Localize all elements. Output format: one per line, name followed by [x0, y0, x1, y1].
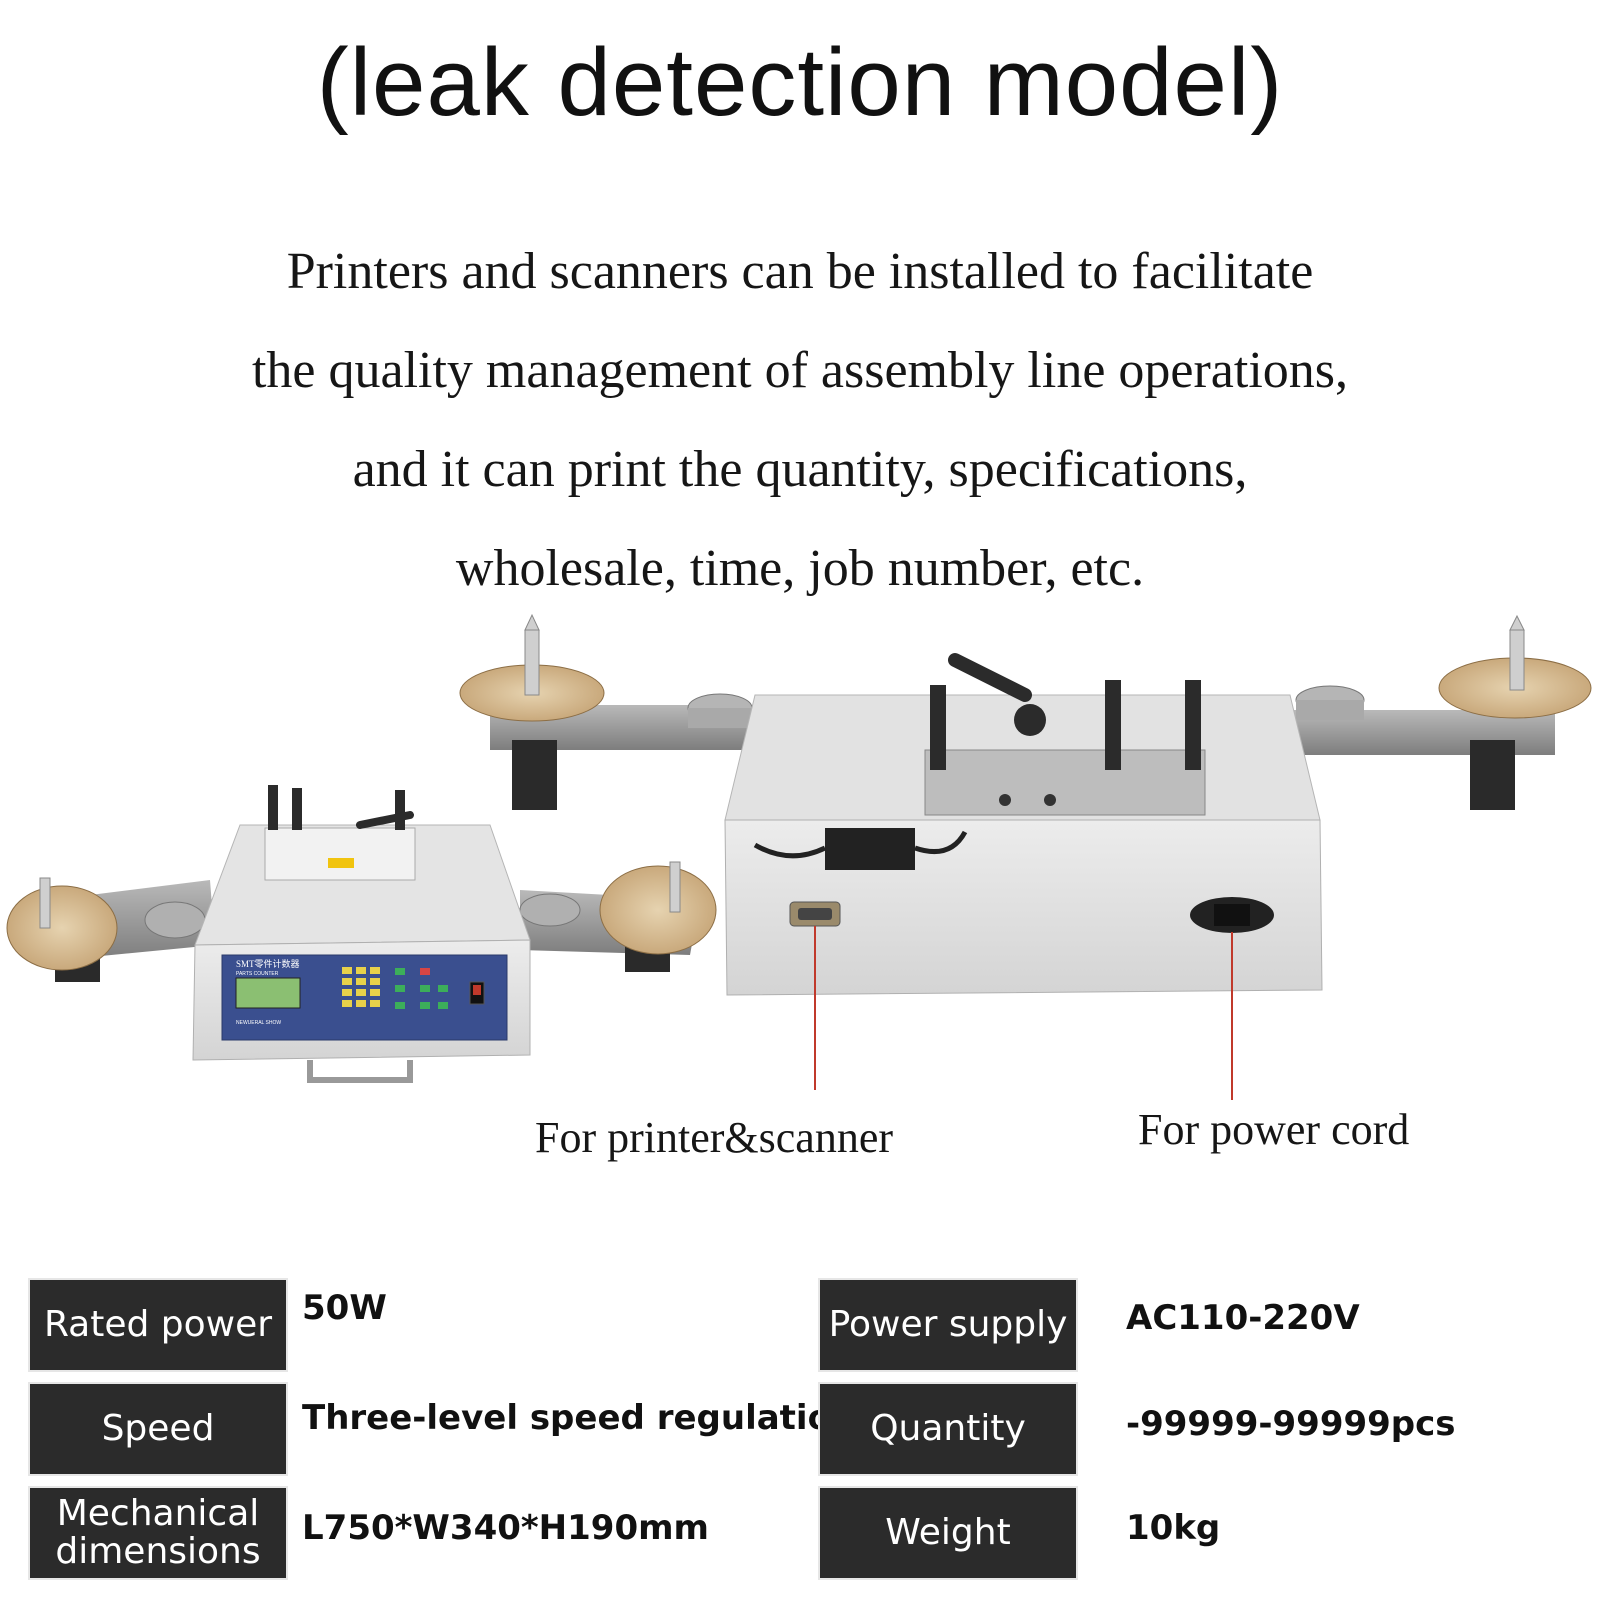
description-line: Printers and scanners can be installed t… [286, 243, 1314, 300]
spec-label-dimensions: Mechanical dimensions [28, 1486, 288, 1580]
stepper-motor [512, 740, 557, 810]
clamp-lever [948, 653, 1032, 702]
panel-subtitle: PARTS COUNTER [236, 971, 279, 977]
description-line: the quality management of assembly line … [251, 342, 1349, 399]
large-counter-machine [459, 613, 1592, 1100]
spec-label-power-supply: Power supply [818, 1278, 1078, 1372]
spec-label-weight: Weight [818, 1486, 1078, 1580]
stepper-motor [1470, 740, 1515, 810]
panel-brand: SMT零件计数器 [236, 958, 300, 969]
reel-left [6, 885, 118, 971]
lcd-display [235, 977, 301, 1009]
carry-handle [307, 1060, 413, 1083]
description-line: and it can print the quantity, specifica… [352, 441, 1248, 498]
small-counter-machine: SMT零件计数器 PARTS COUNTER NEWUERAL SHOW [6, 785, 717, 1083]
spec-value-rated-power: 50W [302, 1288, 387, 1328]
spec-value-speed: Three-level speed regulation [302, 1398, 856, 1438]
description-line: wholesale, time, job number, etc. [455, 540, 1145, 597]
spec-label-rated-power: Rated power [28, 1278, 288, 1372]
description: Printers and scanners can be installed t… [0, 222, 1600, 618]
caption-port: For printer&scanner [535, 1113, 893, 1162]
spec-label-dimensions-line2: dimensions [55, 1531, 261, 1572]
product-photo: SMT零件计数器 PARTS COUNTER NEWUERAL SHOW [6, 613, 1592, 1100]
caption-power: For power cord [1138, 1105, 1410, 1154]
spec-label-dimensions-line1: Mechanical [56, 1493, 260, 1534]
panel-footer: NEWUERAL SHOW [236, 1020, 281, 1026]
spec-label-quantity: Quantity [818, 1382, 1078, 1476]
spec-value-dimensions: L750*W340*H190mm [302, 1508, 709, 1548]
spec-value-weight: 10kg [1126, 1508, 1221, 1548]
reel-right [599, 865, 717, 955]
spec-label-speed: Speed [28, 1382, 288, 1476]
page-title: (leak detection model) [316, 29, 1284, 136]
spec-value-quantity: -99999-99999pcs [1126, 1404, 1456, 1444]
spec-value-power-supply: AC110-220V [1126, 1298, 1360, 1338]
leak-sensor [825, 828, 915, 870]
